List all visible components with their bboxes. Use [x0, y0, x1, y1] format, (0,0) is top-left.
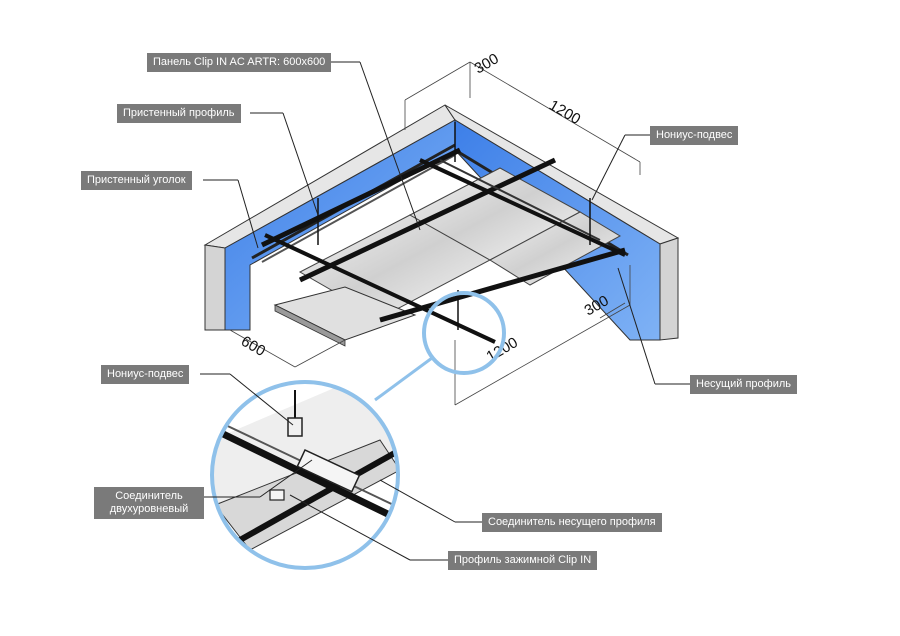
carrier-profile-1: [260, 147, 462, 248]
hangers: [317, 122, 591, 330]
cross-profile-3: [439, 159, 601, 241]
label-nonius-top: Нониус-подвес: [650, 126, 739, 145]
cross-profile-1: [264, 233, 496, 344]
magnifier-link-line: [374, 356, 433, 402]
label-nonius-detail: Нониус-подвес: [101, 365, 190, 384]
cross-profile-2: [419, 158, 626, 257]
detail-circle: [210, 380, 400, 570]
panel-loose-edge: [274, 304, 346, 347]
leader-lines: [196, 61, 690, 561]
right-wall-front: [659, 237, 679, 341]
label-panel: Панель Clip IN AC ARTR: 600x600: [147, 53, 332, 72]
left-wall-front: [204, 244, 226, 331]
label-clip-profile: Профиль зажимной Clip IN: [448, 551, 598, 570]
wall-profile-left: [261, 154, 456, 263]
dim-300-top: 300: [472, 50, 502, 77]
dim-1200-top: 1200: [546, 97, 583, 128]
label-wall-angle: Пристенный уголок: [81, 171, 192, 190]
label-wall-profile: Пристенный профиль: [117, 104, 241, 123]
label-two-level-connector: Соединитель двухуровневый: [94, 487, 204, 519]
dimension-lines: [229, 61, 641, 406]
carrier-profile-2: [298, 157, 557, 283]
label-carrier-connector: Соединитель несущего профиля: [482, 513, 662, 532]
magnifier-small-circle: [422, 291, 506, 375]
detail-view: [212, 382, 398, 568]
label-carrier-profile: Несущий профиль: [690, 375, 797, 394]
panel-3: [489, 211, 622, 286]
